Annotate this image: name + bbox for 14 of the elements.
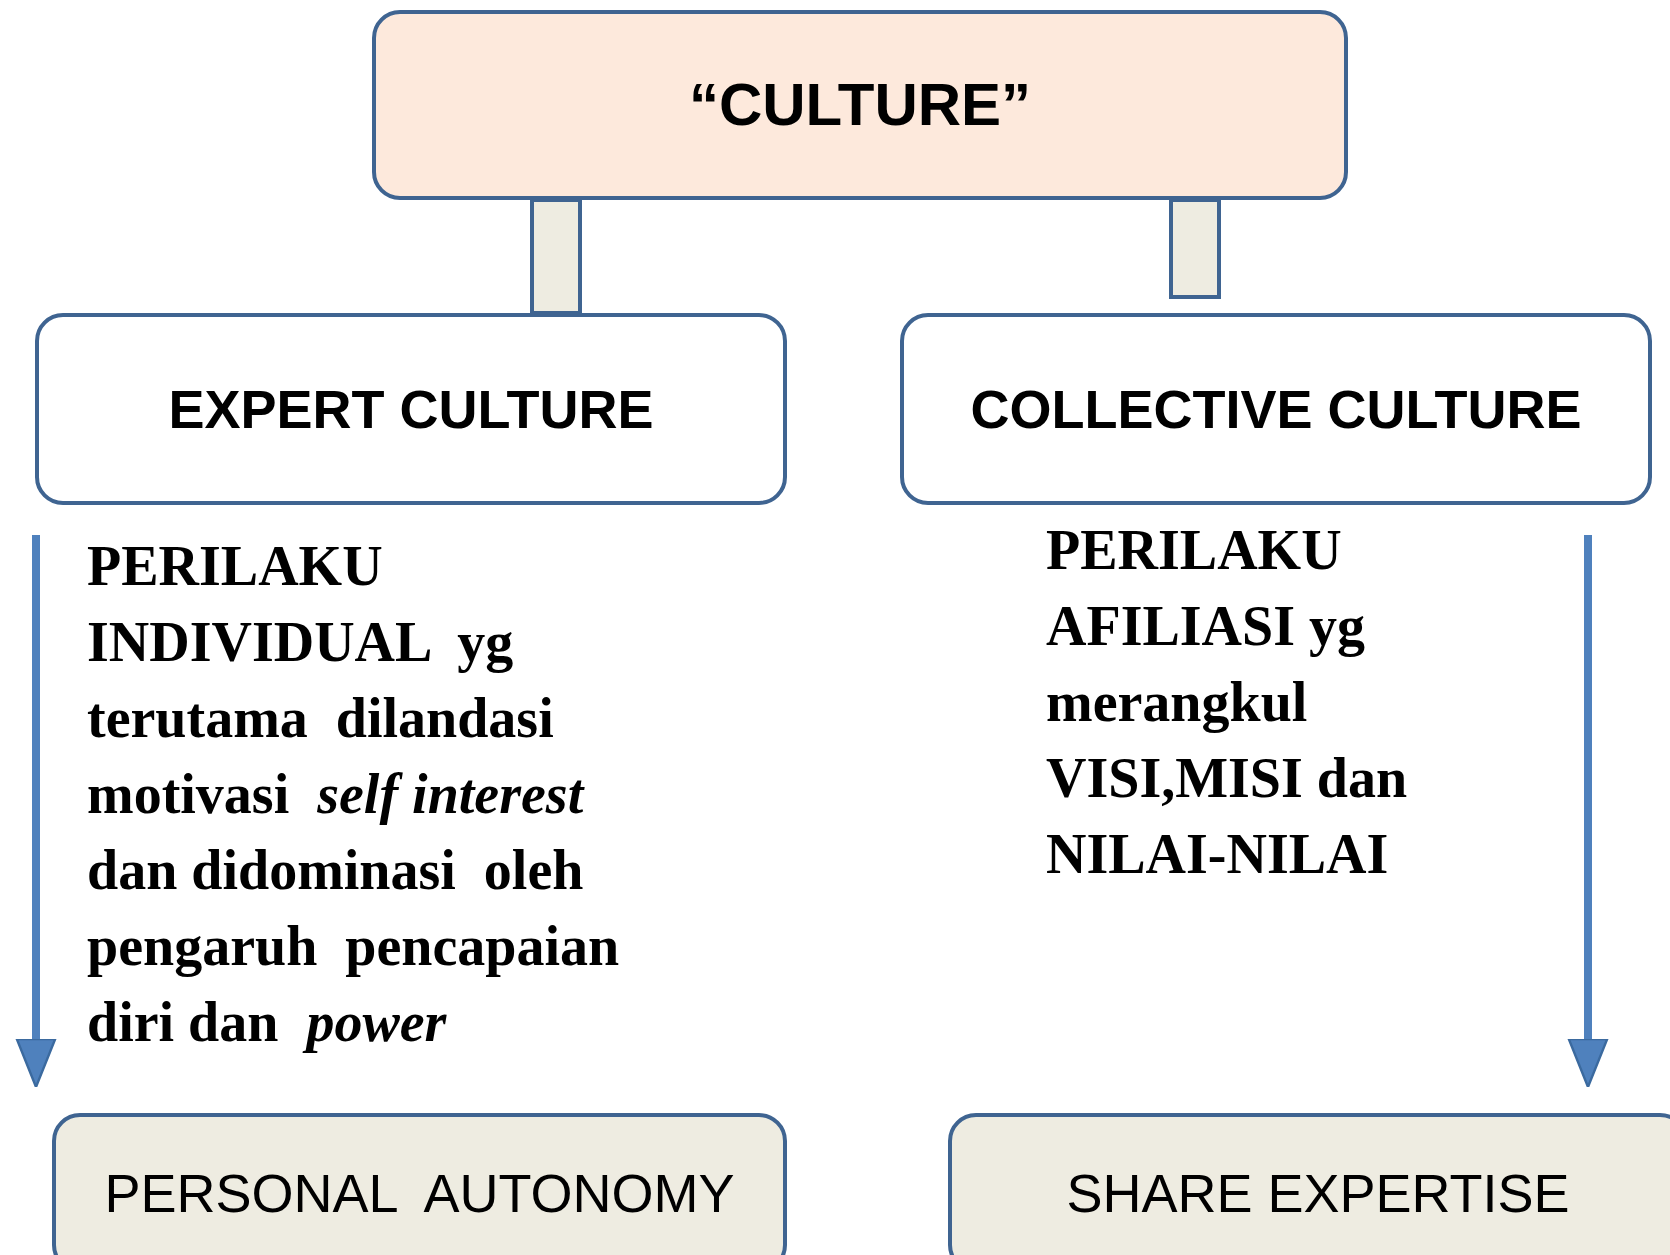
node-box: [372, 10, 1348, 200]
connector-bar: [530, 198, 582, 315]
node-box: [948, 1113, 1670, 1255]
description-text: PERILAKU INDIVIDUAL yg terutama dilandasi motivasi self interest dan didominasi oleh pengaruh pencapaian diri dan power: [87, 534, 621, 1055]
description-text: PERILAKU AFILIASI yg merangkul VISI,MISI dan NILAI-NILAI: [1046, 518, 1409, 887]
node-box: [900, 313, 1652, 505]
node-label: “CULTURE”: [688, 75, 1032, 135]
node-label: EXPERT CULTURE: [168, 382, 654, 436]
node-box: [52, 1113, 787, 1255]
node-box: [35, 313, 787, 505]
node-label: PERSONAL AUTONOMY: [104, 1166, 735, 1220]
node-label: SHARE EXPERTISE: [1066, 1166, 1570, 1220]
connector-bar: [1169, 198, 1221, 299]
node-label: COLLECTIVE CULTURE: [970, 382, 1582, 436]
